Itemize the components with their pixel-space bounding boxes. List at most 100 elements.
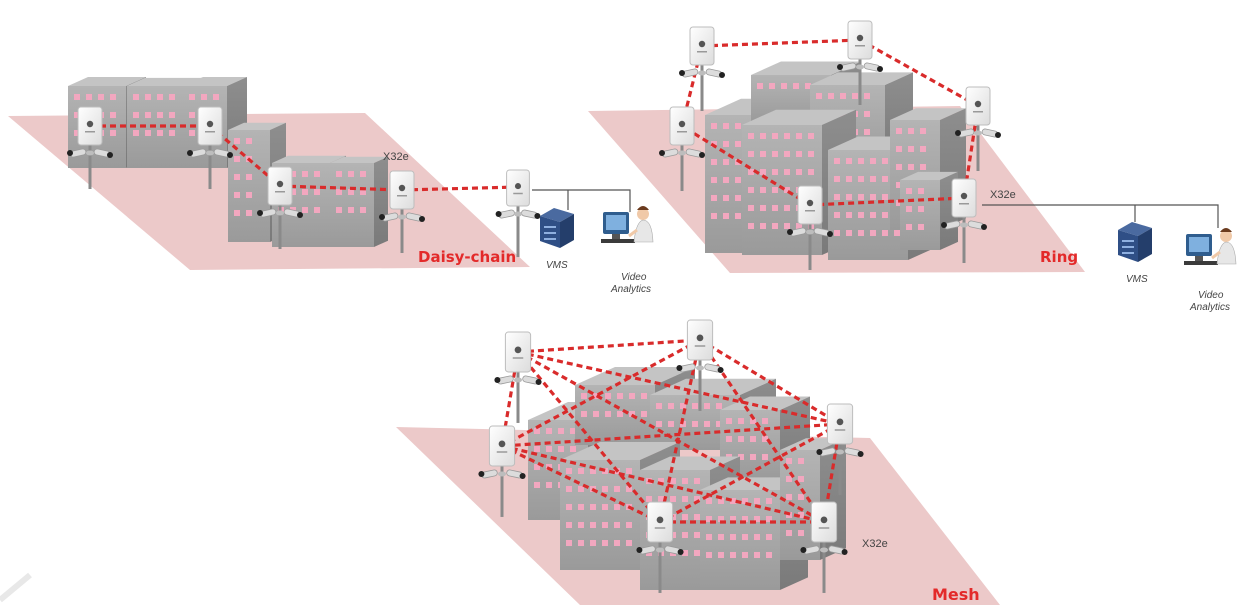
window: [711, 123, 717, 129]
wireless-link: [859, 38, 979, 108]
window: [706, 498, 712, 504]
window: [798, 512, 804, 518]
window: [882, 158, 888, 164]
window: [234, 174, 240, 180]
wireless-link: [809, 196, 965, 207]
camera-icon: [478, 469, 498, 479]
window: [784, 223, 790, 229]
window: [748, 169, 754, 175]
wireless-link: [681, 124, 811, 207]
window: [742, 534, 748, 540]
window: [882, 176, 888, 182]
window: [735, 123, 741, 129]
camera-icon: [213, 148, 233, 158]
window: [906, 206, 912, 212]
window: [786, 494, 792, 500]
window: [566, 522, 572, 528]
window: [706, 516, 712, 522]
window: [590, 468, 596, 474]
radio-unit-icon: [494, 331, 542, 423]
daisy-chain-analytics-label-1: Video: [621, 272, 647, 283]
window: [870, 158, 876, 164]
wireless-link: [516, 350, 662, 524]
window: [793, 83, 799, 89]
window: [157, 112, 163, 118]
window: [870, 194, 876, 200]
window: [668, 403, 674, 409]
window: [201, 94, 207, 100]
wireless-link: [501, 444, 825, 524]
camera-icon: [787, 227, 807, 237]
window: [234, 192, 240, 198]
window: [590, 504, 596, 510]
wireless-link: [501, 422, 841, 448]
camera-icon: [800, 545, 820, 555]
window: [786, 476, 792, 482]
camera-icon: [676, 363, 696, 373]
window: [534, 464, 540, 470]
window: [74, 130, 80, 136]
window: [629, 393, 635, 399]
window: [846, 194, 852, 200]
window: [314, 207, 320, 213]
radio-unit-icon: [800, 501, 848, 593]
camera-icon: [494, 375, 514, 385]
window: [908, 128, 914, 134]
camera-icon: [863, 62, 883, 72]
window: [718, 516, 724, 522]
window: [762, 418, 768, 424]
window: [742, 552, 748, 558]
window: [808, 151, 814, 157]
window: [786, 530, 792, 536]
window: [706, 534, 712, 540]
window: [748, 223, 754, 229]
window: [798, 476, 804, 482]
window: [145, 112, 151, 118]
window: [896, 164, 902, 170]
window: [858, 194, 864, 200]
window: [133, 112, 139, 118]
ring-title: Ring: [1040, 248, 1078, 266]
window: [918, 224, 924, 230]
window: [760, 205, 766, 211]
window: [682, 550, 688, 556]
window: [748, 187, 754, 193]
window: [680, 403, 686, 409]
window: [145, 94, 151, 100]
window: [336, 207, 342, 213]
operator-icon: [601, 206, 654, 243]
window: [730, 552, 736, 558]
window: [784, 133, 790, 139]
camera-icon: [679, 68, 699, 78]
window: [290, 171, 296, 177]
window: [908, 164, 914, 170]
window: [656, 403, 662, 409]
window: [157, 94, 163, 100]
window: [906, 188, 912, 194]
buildings: [0, 61, 966, 603]
radio-units: [67, 20, 1001, 593]
window: [920, 146, 926, 152]
window: [694, 514, 700, 520]
window: [605, 393, 611, 399]
radio-unit-icon: [495, 169, 541, 258]
window: [110, 112, 116, 118]
operator-icon: [1184, 228, 1237, 265]
window: [718, 552, 724, 558]
window: [870, 212, 876, 218]
window: [858, 176, 864, 182]
window: [668, 421, 674, 427]
wireless-link: [517, 350, 825, 524]
window: [896, 128, 902, 134]
camera-icon: [187, 148, 207, 158]
window: [858, 230, 864, 236]
window: [760, 151, 766, 157]
window: [670, 478, 676, 484]
window: [896, 182, 902, 188]
building: [900, 171, 958, 250]
window: [748, 133, 754, 139]
window: [750, 436, 756, 442]
camera-icon: [844, 447, 864, 457]
window: [658, 496, 664, 502]
radio-unit-icon: [257, 166, 303, 249]
